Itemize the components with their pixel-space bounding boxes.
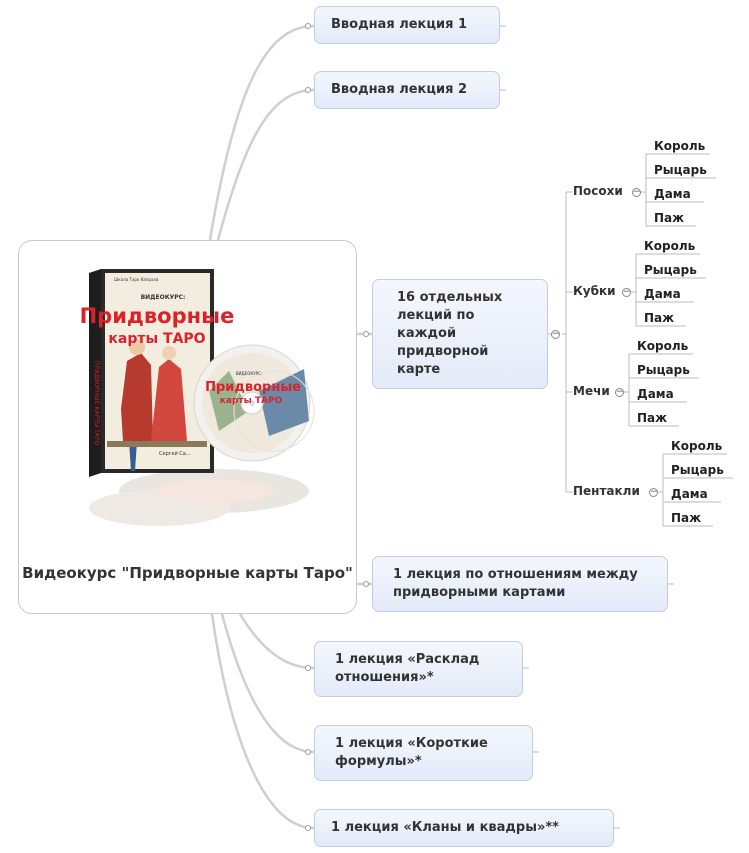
suit-0-rank-3[interactable]: Паж [654, 211, 685, 225]
disc-kicker: ВИДЕОКУРС: [236, 371, 262, 376]
suit-1-rank-3[interactable]: Паж [644, 311, 675, 325]
suit-1-rank-1[interactable]: Рыцарь [644, 263, 697, 277]
topic-6-connector-dot [305, 749, 311, 755]
box-title-line-1: Придворные [80, 304, 235, 328]
topic-2-connector-dot [305, 87, 311, 93]
disc-title-line-1: Придворные [205, 380, 301, 395]
topic-intro-lecture-2[interactable]: Вводная лекция 2 [314, 71, 500, 109]
topic-clans-lecture[interactable]: 1 лекция «Кланы и квадры»** [314, 809, 614, 847]
suit-2-rank-2[interactable]: Дама [637, 387, 674, 401]
central-topic[interactable]: Школа Таро Капрала ПРИДВОРНЫЕ КАРТЫ ТАРО… [18, 240, 357, 614]
suit-3-rank-3[interactable]: Паж [671, 511, 702, 525]
branch-topic-1 [208, 24, 315, 241]
suit-3[interactable]: Пентакли [573, 484, 640, 498]
suit-2-rank-3[interactable]: Паж [637, 411, 668, 425]
suit-3-rank-2[interactable]: Дама [671, 487, 708, 501]
suit-2-rank-0[interactable]: Король [637, 339, 689, 353]
topic-intro-lecture-1[interactable]: Вводная лекция 1 [314, 6, 500, 44]
course-box-image: Школа Таро Капрала ПРИДВОРНЫЕ КАРТЫ ТАРО… [80, 269, 315, 526]
branch-topic-7 [210, 613, 315, 830]
suit-0-rank-1[interactable]: Рыцарь [654, 163, 707, 177]
suit-0[interactable]: Посохи [573, 184, 623, 198]
branch-topic-2 [216, 88, 315, 241]
suit-0-collapse-toggle[interactable]: − [632, 187, 641, 197]
box-title-line-2: карты ТАРО [108, 331, 205, 347]
suit-1-rank-2[interactable]: Дама [644, 287, 681, 301]
suit-2-collapse-toggle[interactable]: − [615, 387, 624, 397]
box-small-text: Школа Таро Капрала [114, 277, 159, 282]
topic-spread-lecture[interactable]: 1 лекция «Расклад отношения»* [314, 641, 523, 697]
disc-title-line-2: карты ТАРО [220, 396, 283, 406]
topic-1-connector-dot [305, 23, 311, 29]
suit-3-rank-1[interactable]: Рыцарь [671, 463, 724, 477]
box-spine-text: ПРИДВОРНЫЕ КАРТЫ ТАРО [93, 361, 100, 446]
suit-2[interactable]: Мечи [573, 384, 610, 398]
topic-3-connector-dot [363, 331, 369, 337]
suit-1-rank-0[interactable]: Король [644, 239, 696, 253]
box-author: Сергей Са... [159, 450, 191, 457]
topic-5-connector-dot [305, 665, 311, 671]
topic-formulas-lecture[interactable]: 1 лекция «Короткие формулы»* [314, 725, 533, 781]
topic-4-connector-dot [363, 581, 369, 587]
suit-2-rank-1[interactable]: Рыцарь [637, 363, 690, 377]
suit-1[interactable]: Кубки [573, 284, 616, 298]
topic-7-connector-dot [305, 825, 311, 831]
suit-1-collapse-toggle[interactable]: − [622, 287, 631, 297]
suit-0-rank-2[interactable]: Дама [654, 187, 691, 201]
branch-topic-5 [238, 613, 315, 670]
box-kicker: ВИДЕОКУРС: [141, 294, 186, 301]
central-title: Видеокурс "Придворные карты Таро" [22, 564, 353, 582]
collapse-16-lectures-toggle[interactable]: − [551, 329, 560, 339]
branch-topic-6 [220, 613, 315, 754]
topic-relations-lecture[interactable]: 1 лекция по отношениям между придворными… [372, 556, 668, 612]
topic-16-lectures[interactable]: 16 отдельных лекций по каждой придворной… [372, 279, 548, 389]
suit-0-rank-0[interactable]: Король [654, 139, 706, 153]
suit-3-collapse-toggle[interactable]: − [649, 487, 658, 497]
suit-3-rank-0[interactable]: Король [671, 439, 723, 453]
